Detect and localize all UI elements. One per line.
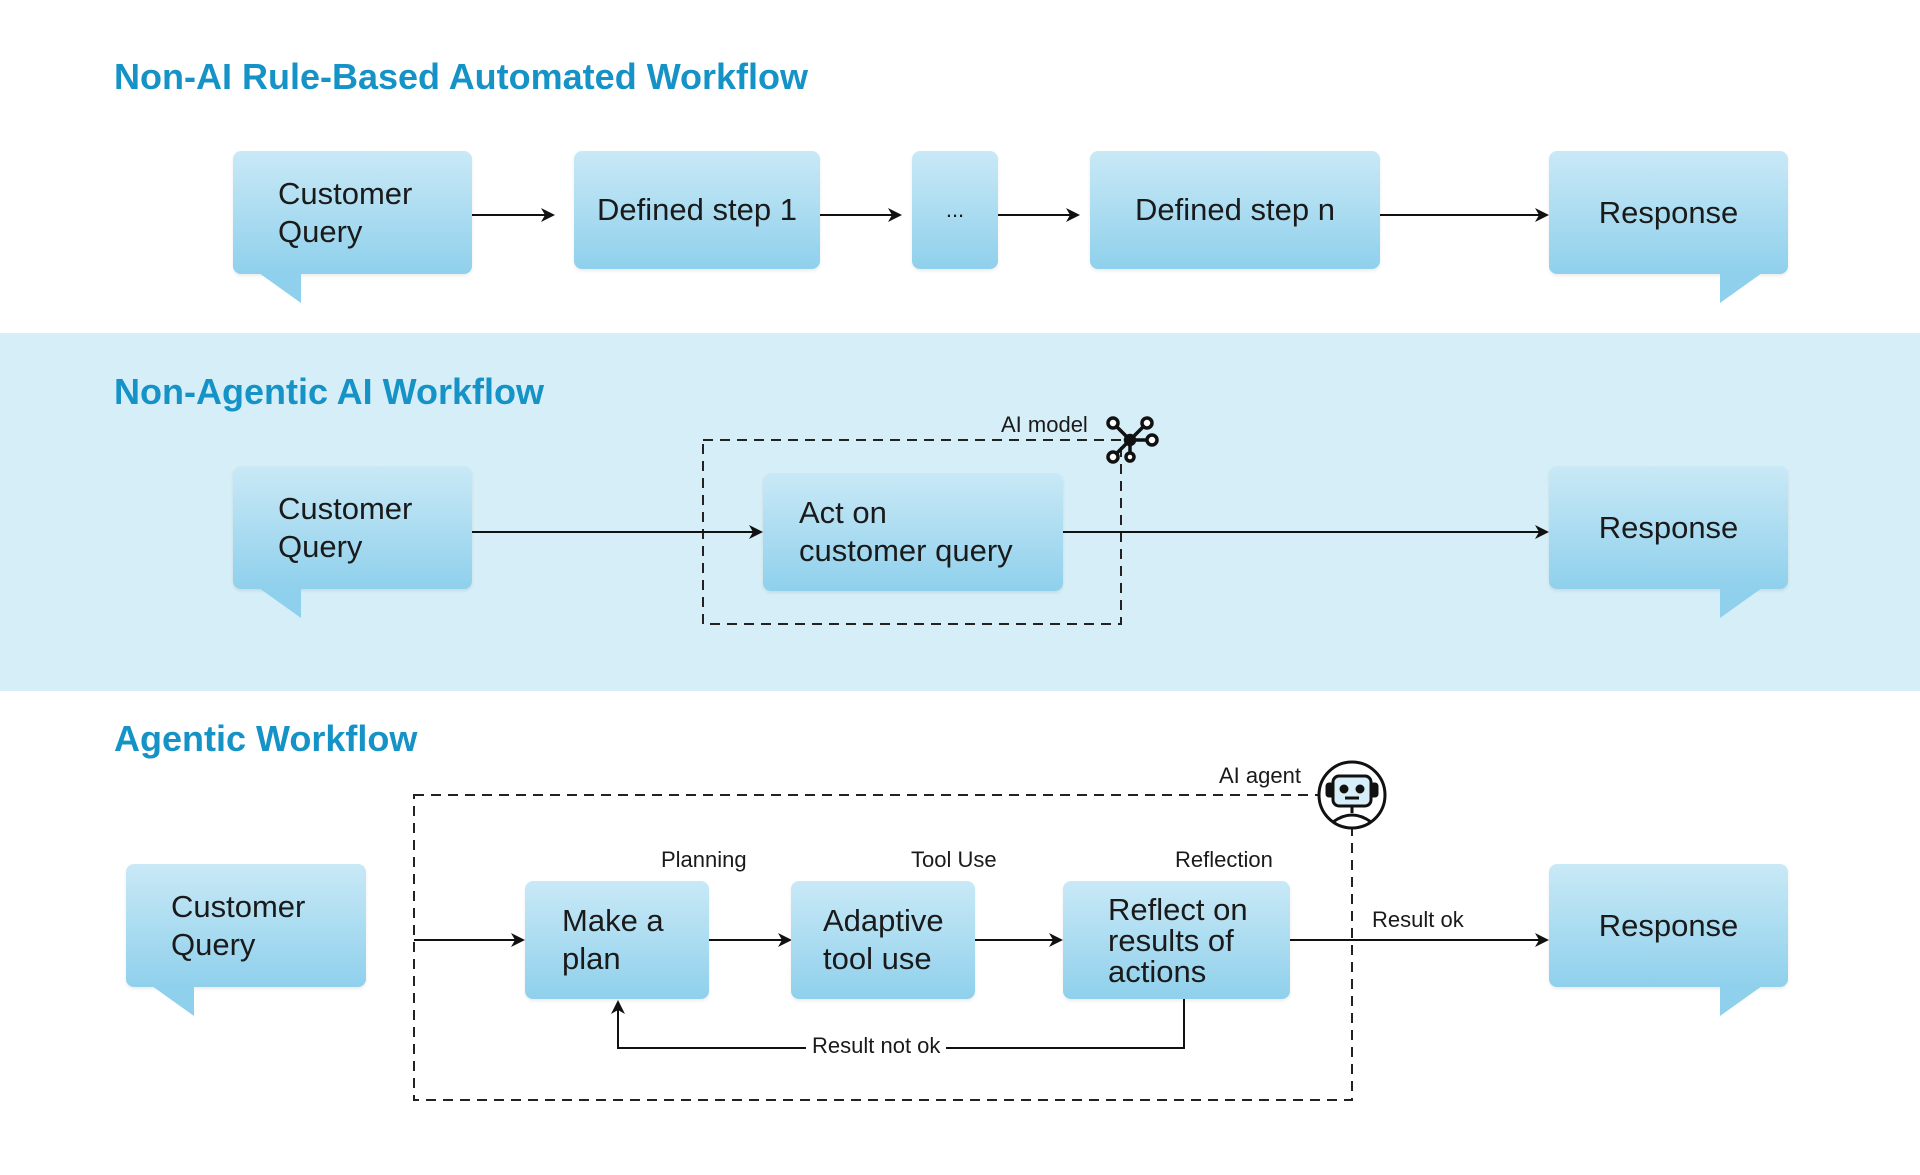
ai-model-label: AI model xyxy=(1001,412,1088,437)
reflect-on-results-box: Reflect on results of actions xyxy=(1063,881,1290,999)
response-label: Response xyxy=(1598,907,1739,943)
result-not-ok-label: Result not ok xyxy=(806,1033,947,1059)
response-label: Response xyxy=(1598,509,1739,545)
response-label: Response xyxy=(1598,194,1739,230)
ellipsis-label: ... xyxy=(945,197,965,222)
customer-query-label: Customer Query xyxy=(171,888,306,962)
planning-label: Planning xyxy=(661,847,747,872)
ai-agent-label: AI agent xyxy=(1219,763,1301,788)
customer-query-label: Customer Query xyxy=(278,175,413,249)
act-on-query-label: Act on customer query xyxy=(799,495,1013,568)
defined-step-1-box: Defined step 1 xyxy=(574,151,820,269)
robot-agent-icon xyxy=(1317,760,1387,830)
ellipsis-box: ... xyxy=(912,151,998,269)
defined-step-n-box: Defined step n xyxy=(1090,151,1380,269)
ai-model-network-icon xyxy=(1106,416,1159,464)
tool-use-label: Tool Use xyxy=(911,847,997,872)
result-ok-label: Result ok xyxy=(1372,907,1464,932)
response-bubble: Response xyxy=(1549,466,1788,618)
defined-step-1-label: Defined step 1 xyxy=(597,192,797,227)
customer-query-bubble: Customer Query xyxy=(233,151,472,303)
adaptive-tool-use-label: Adaptive tool use xyxy=(823,903,944,976)
make-a-plan-box: Make a plan xyxy=(525,881,709,999)
section1-title: Non-AI Rule-Based Automated Workflow xyxy=(114,56,809,97)
reflection-label: Reflection xyxy=(1175,847,1273,872)
make-a-plan-label: Make a plan xyxy=(562,903,664,976)
ai-agent-boundary xyxy=(413,794,1353,1101)
adaptive-tool-use-box: Adaptive tool use xyxy=(791,881,975,999)
section2-title: Non-Agentic AI Workflow xyxy=(114,371,544,412)
section3-title: Agentic Workflow xyxy=(114,718,418,759)
customer-query-label: Customer Query xyxy=(278,490,413,564)
act-on-query-box: Act on customer query xyxy=(763,473,1063,591)
customer-query-bubble: Customer Query xyxy=(233,466,472,618)
customer-query-bubble: Customer Query xyxy=(126,864,366,1016)
defined-step-n-label: Defined step n xyxy=(1135,192,1335,227)
reflect-on-results-label: Reflect on results of actions xyxy=(1108,891,1248,989)
response-bubble: Response xyxy=(1549,151,1788,303)
response-bubble: Response xyxy=(1549,864,1788,1016)
